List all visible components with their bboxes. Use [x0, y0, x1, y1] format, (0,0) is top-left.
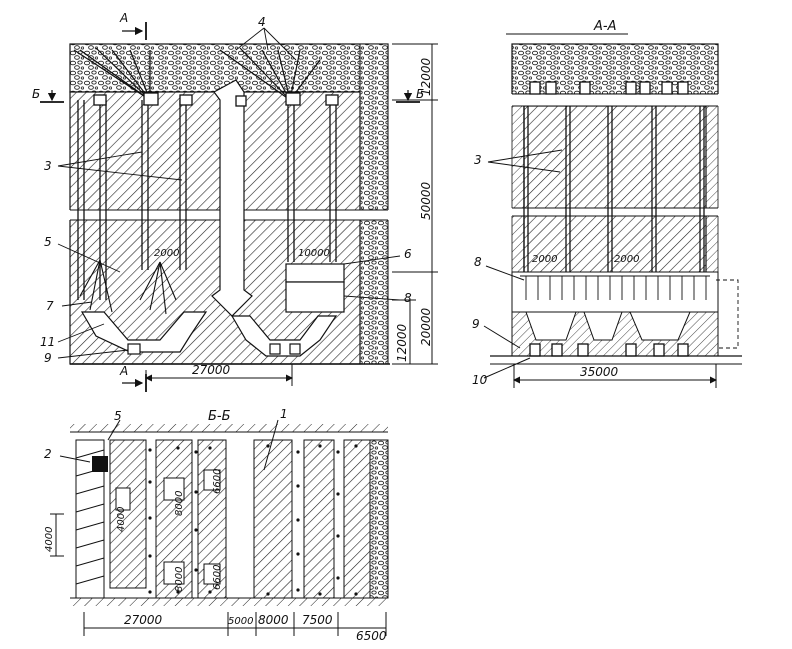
section-a-label-bottom: А — [119, 364, 128, 378]
dim-main-height-lower-b: 20000 — [419, 307, 433, 346]
dim-bb-width-8000: 8000 — [258, 613, 289, 627]
callout-8-aa: 8 — [474, 255, 482, 269]
callout-4: 4 — [258, 15, 266, 29]
dim-bb-height-4000-inner: 4000 — [116, 507, 127, 532]
view-aa-title: А-А — [593, 19, 616, 34]
dim-aa-width: 35000 — [580, 365, 619, 379]
callout-10: 10 — [472, 373, 488, 387]
view-aa — [490, 43, 742, 365]
callout-7: 7 — [46, 299, 54, 313]
callout-5-bb: 5 — [114, 409, 122, 423]
callout-8-main: 8 — [404, 291, 412, 305]
dim-main-height-middle: 50000 — [419, 181, 433, 220]
dim-bb-width-27000: 27000 — [124, 613, 163, 627]
callout-3-main: 3 — [44, 159, 52, 173]
dim-aa-inner-2000-right: 2000 — [614, 254, 639, 265]
dim-bb-pillar-8000-top: 8000 — [174, 491, 185, 516]
section-b-label-left: Б — [32, 87, 40, 101]
dim-bb-pillar-6600-top: 6600 — [212, 469, 223, 494]
view-bb — [70, 424, 389, 606]
dim-bb-height-4000-left: 4000 — [44, 527, 55, 552]
dim-aa-inner-2000-left: 2000 — [532, 254, 557, 265]
dim-main-width: 27000 — [192, 363, 231, 377]
callout-2: 2 — [44, 447, 52, 461]
callout-11: 11 — [40, 335, 55, 349]
section-b-label-right: Б — [416, 87, 424, 101]
dim-bb-pillar-6600-bottom: 6600 — [212, 565, 223, 590]
callout-1: 1 — [280, 407, 288, 421]
dim-main-inner-10000: 10000 — [298, 248, 330, 259]
dim-bb-width-7500: 7500 — [302, 613, 333, 627]
view-bb-dimension-lines — [50, 419, 387, 636]
dim-main-height-lower-a: 12000 — [395, 323, 409, 362]
dim-main-height-top: 12000 — [419, 57, 433, 96]
callout-5-main: 5 — [44, 235, 52, 249]
dim-bb-pillar-8000-bottom: 8000 — [174, 567, 185, 592]
callout-6: 6 — [404, 247, 412, 261]
main-section-view — [66, 43, 392, 365]
dim-main-inner-2000: 2000 — [154, 248, 179, 259]
main-leader-lines — [57, 27, 401, 359]
section-markers — [40, 22, 420, 392]
section-a-label-top: А — [119, 11, 128, 25]
view-bb-title: Б-Б — [208, 409, 231, 424]
dim-bb-width-6500: 6500 — [356, 629, 387, 643]
view-aa-dimension-lines — [483, 33, 717, 388]
callout-3-aa: 3 — [474, 153, 482, 167]
callout-9-aa: 9 — [472, 317, 480, 331]
dim-bb-width-5000: 5000 — [228, 616, 253, 627]
callout-9-main: 9 — [44, 351, 52, 365]
